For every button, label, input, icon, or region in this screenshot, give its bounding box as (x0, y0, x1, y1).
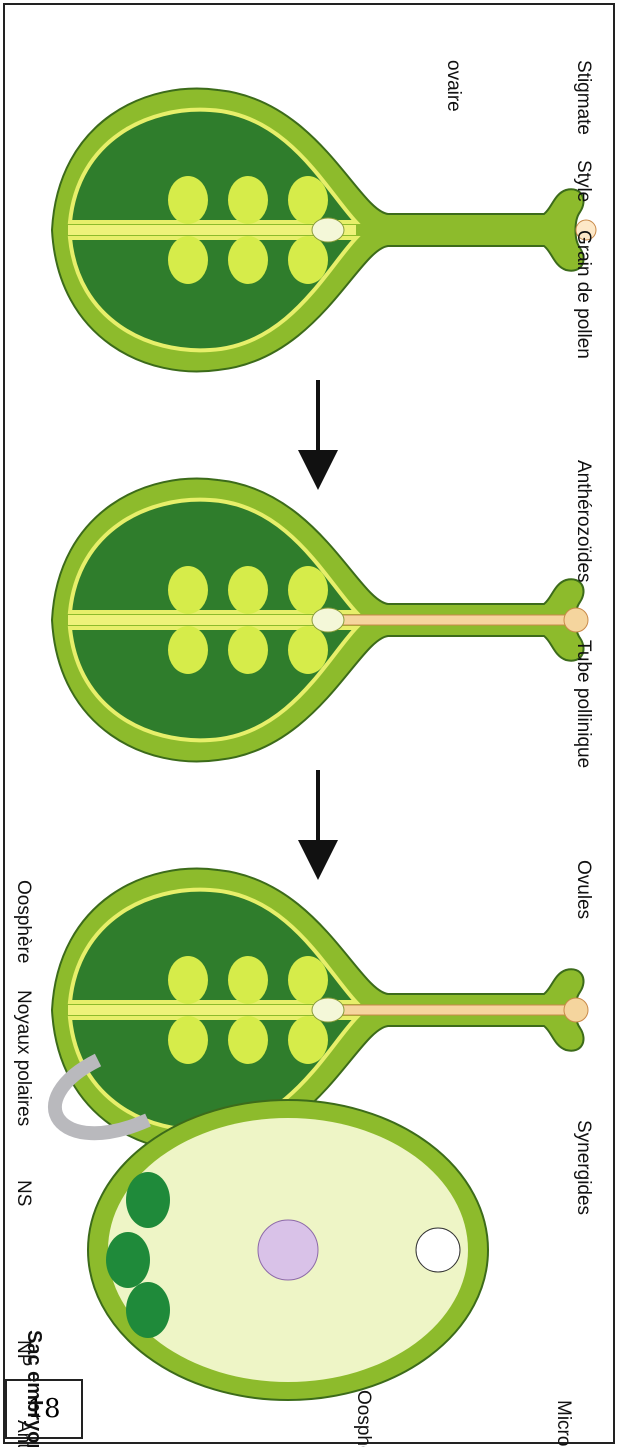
pistil-pollen-tube-ovule (168, 626, 208, 674)
label-sac-embryonnaire: Sac embryonnaire (23, 1330, 45, 1447)
pistil-unfertilized-ovule (288, 176, 328, 224)
label-style: Style (573, 160, 594, 202)
pistil-unfertilized-ovule (228, 176, 268, 224)
central-cell (258, 1220, 318, 1280)
antipode-cell (126, 1282, 170, 1338)
pistil-fertilization-pollen-grain (564, 998, 588, 1022)
label-ns: NS (13, 1180, 34, 1206)
pistil-fertilization-ovule (288, 956, 328, 1004)
pistil-pollen-tube-ovule (288, 626, 328, 674)
pistil-unfertilized (52, 89, 596, 372)
pistil-pollen-tube-pollen-tube (314, 615, 574, 625)
embryo-sac (88, 1100, 488, 1400)
label-noyaux-polaires: Noyaux polaires (13, 990, 34, 1126)
label-tube-pollinique: Tube pollinique (573, 640, 594, 768)
pistil-unfertilized-ovule (168, 176, 208, 224)
pistil-fertilization-ovule (228, 956, 268, 1004)
pistil-unfertilized-target-ovule (312, 218, 344, 242)
label-oosphere: Oosphère (13, 880, 34, 963)
pistil-pollen-tube-ovule (168, 566, 208, 614)
label-antherozoides: Anthérozoïdes (573, 460, 594, 583)
pistil-pollen-tube-ovule (228, 566, 268, 614)
pistil-fertilization-target-ovule (312, 998, 344, 1022)
label-ovules: Ovules (573, 860, 594, 919)
pistil-pollen-tube-target-ovule (312, 608, 344, 632)
pistil-fertilization-ovule (168, 956, 208, 1004)
pistil-fertilization-ovule (168, 1016, 208, 1064)
antipode-cell (126, 1172, 170, 1228)
egg-cell (416, 1228, 460, 1272)
label-ovaire: ovaire (443, 60, 464, 112)
label-stigmate: Stigmate (573, 60, 594, 135)
pistil-unfertilized-ovule (228, 236, 268, 284)
label-synergides: Synergides (573, 1120, 594, 1215)
pistil-unfertilized-ovule (288, 236, 328, 284)
pistil-pollen-tube-ovule (228, 626, 268, 674)
pistil-pollen-tube-ovule (288, 566, 328, 614)
pistil-pollen-tube-pollen-grain (564, 608, 588, 632)
pistil-fertilization-ovule (228, 1016, 268, 1064)
label-micropyle: Micropyle (553, 1400, 574, 1447)
label-grain-de-pollen: Grain de pollen (573, 230, 594, 359)
pistil-fertilization-pollen-tube (314, 1005, 574, 1015)
pistil-unfertilized-ovule (168, 236, 208, 284)
pistil-fertilization-ovule (288, 1016, 328, 1064)
antipode-cell (106, 1232, 150, 1288)
label-oosphere-sac: Oosphère (353, 1390, 374, 1447)
pistil-pollen-tube (52, 479, 588, 762)
